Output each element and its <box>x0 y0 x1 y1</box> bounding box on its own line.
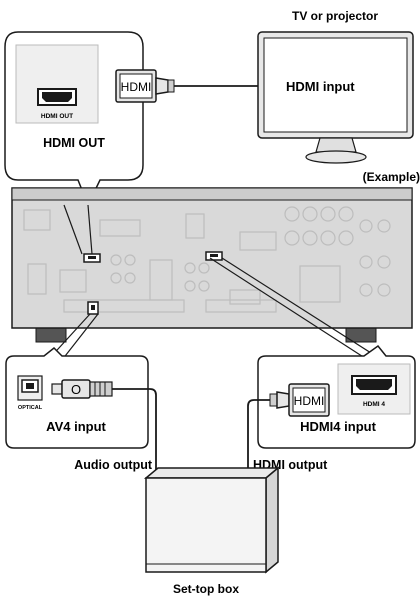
av-receiver-rear-panel <box>11 187 413 343</box>
tv-title: TV or projector <box>292 9 378 23</box>
hdmi4-plug-icon <box>269 383 330 417</box>
hdmi4-callout: HDMI 4 HDMI HDMI4 input <box>257 344 416 449</box>
hdmi4-port-icon <box>337 363 411 415</box>
callout-pointers <box>47 204 383 361</box>
optical-plug-icon: O <box>51 379 113 399</box>
audio-output-label: Audio output <box>74 458 153 472</box>
example-label: (Example) <box>363 170 420 184</box>
tv-monitor <box>257 31 414 164</box>
av4-caption: AV4 input <box>46 419 106 434</box>
hdmi-out-callout: HDMI OUT HDMI OUT HDMI <box>4 31 175 207</box>
tv-hdmi-input-label: HDMI input <box>286 79 355 94</box>
hdmi-cable-to-box <box>247 399 270 560</box>
hdmi4-caption: HDMI4 input <box>300 419 376 434</box>
hdmi-out-port-icon <box>15 44 99 124</box>
hdmi-out-caption: HDMI OUT <box>43 136 105 150</box>
hdmi-out-plug-label: HDMI <box>121 80 152 94</box>
set-top-box-label: Set-top box <box>173 582 239 596</box>
hdmi4-port-label: HDMI 4 <box>363 401 385 408</box>
optical-jack-icon <box>17 375 43 401</box>
optical-cable <box>112 388 157 560</box>
hdmi-plug-icon <box>115 69 175 103</box>
set-top-box <box>143 466 281 574</box>
optical-port-label: OPTICAL <box>18 405 43 411</box>
svg-text:O: O <box>71 382 81 397</box>
hdmi4-plug-label: HDMI <box>294 394 325 408</box>
av4-callout: OPTICAL O AV4 input <box>5 346 149 449</box>
hdmi-out-port-label: HDMI OUT <box>41 113 73 120</box>
